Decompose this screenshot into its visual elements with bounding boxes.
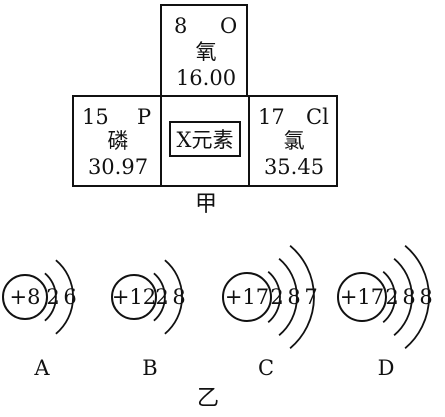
- electron-shell-arc: [289, 245, 315, 349]
- electron-shell-arc: [267, 271, 281, 323]
- shell-electron-count: 8: [172, 285, 185, 309]
- electron-shell-arc: [164, 259, 183, 335]
- electron-shell-arc: [44, 272, 57, 322]
- nucleus-charge: +17: [340, 285, 384, 309]
- electron-shell-arc: [55, 259, 74, 335]
- shell-electron-count: 2: [46, 285, 59, 309]
- figure-jia-caption: 甲: [194, 192, 218, 217]
- phosphorus-name: 磷: [107, 129, 129, 153]
- phosphorus-mass: 30.97: [87, 155, 149, 179]
- chlorine-symbol: Cl: [306, 105, 329, 129]
- shell-electron-count: 7: [304, 285, 317, 309]
- shell-electron-count: 6: [63, 285, 76, 309]
- phosphorus-cell: 15 P 磷 30.97: [72, 95, 162, 187]
- oxygen-cell: 8 O 氧 16.00: [160, 4, 248, 97]
- nucleus-circle: [2, 274, 48, 320]
- nucleus-charge: +17: [225, 285, 269, 309]
- x-element-cell: X元素: [160, 95, 250, 187]
- oxygen-name: 氧: [195, 40, 217, 64]
- atom-letter-label: A: [33, 356, 50, 380]
- oxygen-mass: 16.00: [175, 66, 237, 90]
- shell-electron-count: 8: [287, 285, 300, 309]
- shell-electron-count: 2: [270, 285, 283, 309]
- shell-electron-count: 8: [419, 285, 432, 309]
- nucleus-charge: +12: [112, 285, 156, 309]
- atom-letter-label: B: [142, 356, 157, 380]
- oxygen-atomic-number: 8: [174, 14, 188, 38]
- electron-shell-arc: [153, 272, 166, 322]
- atom-letter-label: D: [378, 356, 395, 380]
- oxygen-symbol: O: [220, 14, 238, 38]
- chlorine-name: 氯: [283, 129, 305, 153]
- phosphorus-symbol: P: [137, 105, 152, 129]
- chlorine-mass: 35.45: [263, 155, 325, 179]
- nucleus-charge: +8: [10, 285, 41, 309]
- phosphorus-atomic-number: 15: [82, 105, 109, 129]
- electron-shell-arc: [393, 258, 413, 336]
- shell-electron-count: 2: [385, 285, 398, 309]
- atom-letter-label: C: [258, 356, 274, 380]
- electron-shell-arc: [278, 258, 298, 336]
- nucleus-circle: [337, 272, 387, 322]
- figure-yi-caption: 乙: [196, 386, 220, 411]
- chlorine-atomic-number: 17: [258, 105, 285, 129]
- chlorine-cell: 17 Cl 氯 35.45: [248, 95, 338, 187]
- electron-shell-arc: [404, 245, 430, 349]
- nucleus-circle: [222, 272, 272, 322]
- shell-electron-count: 2: [155, 285, 168, 309]
- shell-electron-count: 8: [402, 285, 415, 309]
- x-element-label-box: X元素: [169, 121, 241, 157]
- nucleus-circle: [111, 274, 157, 320]
- electron-shell-arc: [382, 271, 396, 323]
